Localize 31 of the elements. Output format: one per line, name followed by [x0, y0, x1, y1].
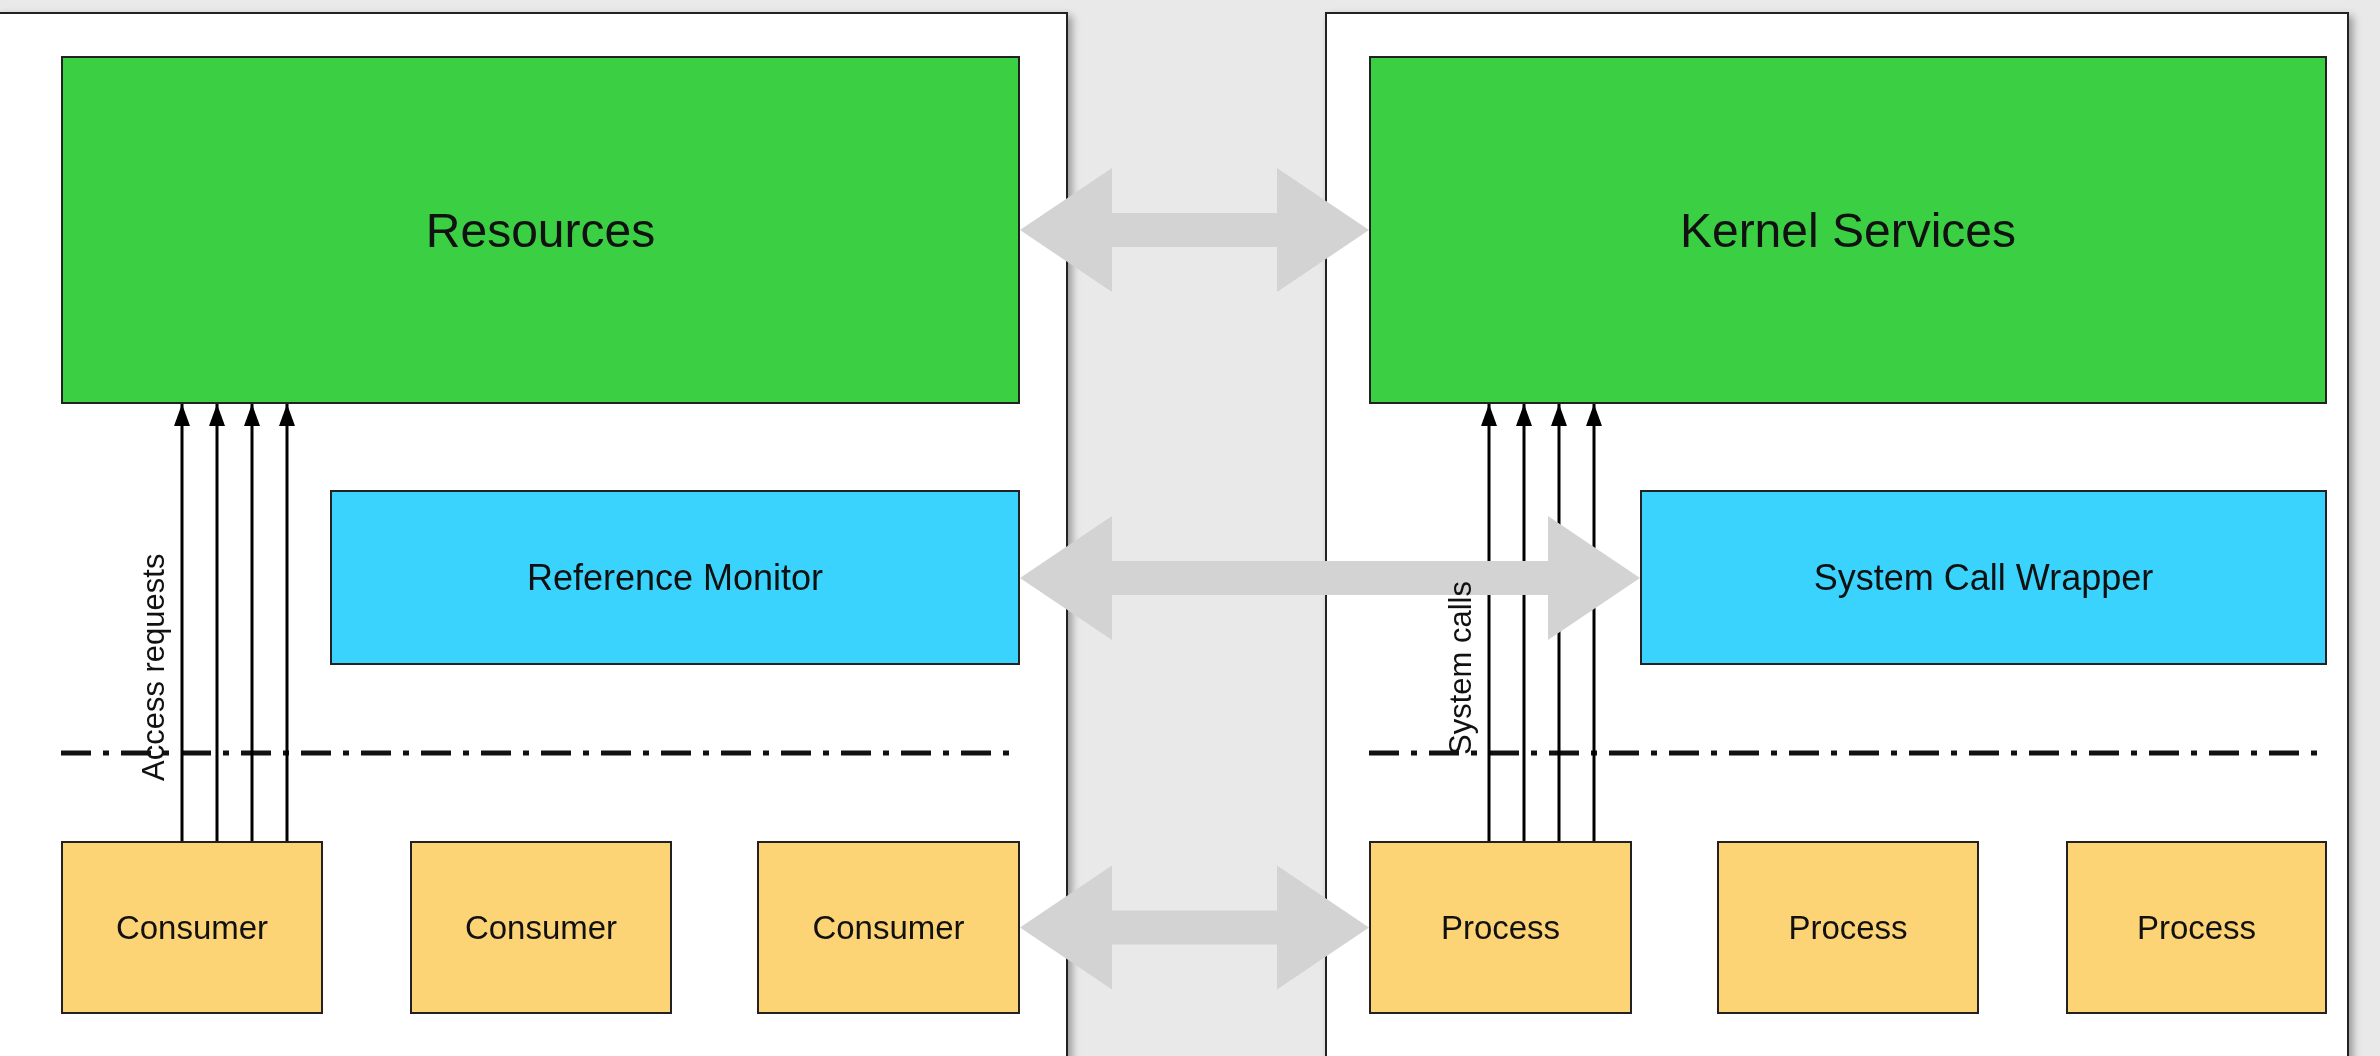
node-label: Process — [1788, 908, 1908, 947]
layer-box — [1640, 490, 2327, 665]
arrow — [1481, 404, 1497, 841]
node-label: Consumer — [115, 908, 269, 947]
double-arrow — [1020, 516, 1640, 640]
arrow — [244, 404, 260, 841]
process-box — [757, 841, 1020, 1014]
node-label: Process — [1440, 908, 1561, 947]
node-label: System Call Wrapper — [1813, 556, 2154, 599]
process-box — [61, 841, 323, 1014]
arrow — [209, 404, 225, 841]
process-box — [410, 841, 672, 1014]
double-arrow — [1020, 865, 1369, 990]
node-label: Kernel Services — [1679, 202, 2017, 258]
arrow — [174, 404, 190, 841]
arrow — [1516, 404, 1532, 841]
node-label: Consumer — [812, 908, 965, 947]
process-box — [1717, 841, 1979, 1014]
node-label: Consumer — [464, 908, 618, 947]
edge-label: Access requests — [136, 553, 172, 781]
layer-box — [330, 490, 1020, 665]
node-label: Resources — [425, 202, 656, 258]
layer-box — [1369, 56, 2327, 404]
node-label: Process — [2136, 908, 2257, 947]
arrow — [279, 404, 295, 841]
process-box — [2066, 841, 2327, 1014]
node-label: Reference Monitor — [526, 556, 824, 599]
double-arrow — [1020, 168, 1369, 292]
process-box — [1369, 841, 1632, 1014]
layer-box — [61, 56, 1020, 404]
edge-label: System calls — [1443, 580, 1479, 755]
